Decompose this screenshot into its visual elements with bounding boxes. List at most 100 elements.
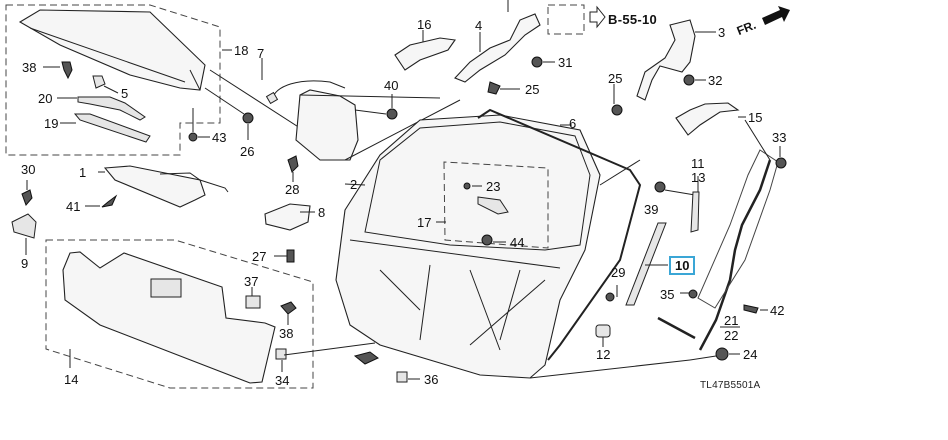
label-23[interactable]: 23	[486, 179, 501, 194]
clip-36-part[interactable]	[396, 371, 408, 383]
label-17[interactable]: 17	[417, 215, 432, 230]
label-37[interactable]: 37	[244, 274, 259, 289]
screw-27-part[interactable]	[286, 249, 295, 263]
label-34[interactable]: 34	[275, 373, 290, 388]
bolt-25b-part[interactable]	[611, 104, 623, 116]
label-14[interactable]: 14	[64, 372, 79, 387]
label-1[interactable]: 1	[79, 165, 87, 180]
bracket-11-part[interactable]	[690, 191, 700, 233]
bolt-29-part[interactable]	[605, 292, 615, 302]
spoiler-part[interactable]	[18, 9, 206, 91]
hinge-4-part[interactable]	[454, 13, 541, 83]
gas-strut-10-part[interactable]	[625, 222, 667, 306]
nut-43-part[interactable]	[188, 132, 198, 142]
label-29[interactable]: 29	[611, 265, 626, 280]
label-41[interactable]: 41	[66, 199, 81, 214]
label-3[interactable]: 3	[718, 25, 726, 40]
light-strip-19-part[interactable]	[73, 113, 151, 143]
label-20[interactable]: 20	[38, 91, 53, 106]
bolt-39-part[interactable]	[654, 181, 666, 193]
label-35[interactable]: 35	[660, 287, 675, 302]
label-11[interactable]: 11	[691, 156, 705, 171]
label-5[interactable]: 5	[121, 86, 129, 101]
label-15[interactable]: 15	[748, 110, 763, 125]
brake-light-1-part[interactable]	[103, 165, 206, 208]
bolt-40-part[interactable]	[386, 108, 398, 120]
clip-42-part[interactable]	[743, 304, 759, 314]
glass-group-outline	[443, 161, 549, 249]
label-31[interactable]: 31	[558, 55, 573, 70]
label-4[interactable]: 4	[475, 18, 483, 33]
screw-41-part[interactable]	[101, 194, 118, 208]
clip-38-part[interactable]	[61, 61, 73, 80]
cable-21-part[interactable]	[698, 159, 772, 351]
label-10-highlighted[interactable]: 10	[669, 256, 696, 275]
clip-35-part[interactable]	[688, 289, 698, 299]
bracket-17-part[interactable]	[477, 196, 509, 215]
nut-23-part[interactable]	[463, 182, 471, 190]
nut-31-part[interactable]	[531, 56, 543, 68]
clip-5-part[interactable]	[92, 75, 106, 89]
switch-8-part[interactable]	[264, 203, 311, 231]
label-38b[interactable]: 38	[279, 326, 294, 341]
label-8[interactable]: 8	[318, 205, 326, 220]
label-25b[interactable]: 25	[608, 71, 623, 86]
label-25a[interactable]: 25	[525, 82, 540, 97]
tailgate-2-part[interactable]	[335, 114, 601, 379]
garnish-group-outline	[45, 239, 314, 389]
label-36[interactable]: 36	[424, 372, 439, 387]
clip-9-part[interactable]	[11, 213, 37, 239]
grommet-24-part[interactable]	[715, 347, 729, 361]
label-30[interactable]: 30	[21, 162, 36, 177]
harness-20-part[interactable]	[77, 96, 146, 121]
label-33[interactable]: 33	[772, 130, 787, 145]
label-26[interactable]: 26	[240, 144, 255, 159]
label-7[interactable]: 7	[257, 46, 265, 61]
garnish-14-part[interactable]	[62, 251, 276, 384]
bolt-44-part[interactable]	[481, 234, 493, 246]
bracket-15-part[interactable]	[675, 102, 740, 136]
label-18[interactable]: 18	[234, 43, 249, 58]
label-40[interactable]: 40	[384, 78, 399, 93]
screw-30-part[interactable]	[21, 189, 33, 206]
bolt-25a-part[interactable]	[487, 81, 501, 95]
label-21[interactable]: 21	[724, 313, 739, 328]
clip-38b-part[interactable]	[280, 301, 297, 315]
reference-arrow-icon	[589, 5, 606, 29]
label-12[interactable]: 12	[596, 347, 611, 362]
clip-unlabeled-part[interactable]	[353, 351, 379, 365]
nut-34-part[interactable]	[275, 348, 287, 360]
reference-box	[547, 4, 585, 35]
label-24[interactable]: 24	[743, 347, 758, 362]
bracket-16-part[interactable]	[394, 37, 456, 71]
label-39[interactable]: 39	[644, 202, 659, 217]
label-32[interactable]: 32	[708, 73, 723, 88]
label-44[interactable]: 44	[510, 235, 525, 250]
label-19[interactable]: 19	[44, 116, 59, 131]
label-22[interactable]: 22	[724, 328, 739, 343]
label-42[interactable]: 42	[770, 303, 785, 318]
reference-code[interactable]: B-55-10	[608, 12, 658, 27]
label-13[interactable]: 13	[691, 170, 706, 185]
front-direction-arrow-icon	[762, 6, 790, 25]
clip-37-part[interactable]	[245, 295, 261, 309]
label-16[interactable]: 16	[417, 17, 432, 32]
label-43[interactable]: 43	[212, 130, 227, 145]
label-6[interactable]: 6	[569, 116, 577, 131]
grommet-33-part[interactable]	[775, 157, 787, 169]
screw-28-part[interactable]	[287, 155, 299, 173]
stopper-12-part[interactable]	[595, 324, 611, 338]
label-27[interactable]: 27	[252, 249, 267, 264]
label-9[interactable]: 9	[21, 256, 29, 271]
grommet-26-part[interactable]	[242, 112, 254, 124]
label-2[interactable]: 2	[350, 177, 358, 192]
nut-32-part[interactable]	[683, 74, 695, 86]
spoiler-group-outline	[5, 4, 221, 156]
label-28[interactable]: 28	[285, 182, 300, 197]
latch-7-part[interactable]	[295, 89, 359, 161]
diagram-code: TL47B5501A	[700, 380, 761, 391]
hinge-3-part[interactable]	[636, 19, 696, 101]
label-38[interactable]: 38	[22, 60, 37, 75]
weatherstrip-6-part	[477, 108, 642, 361]
